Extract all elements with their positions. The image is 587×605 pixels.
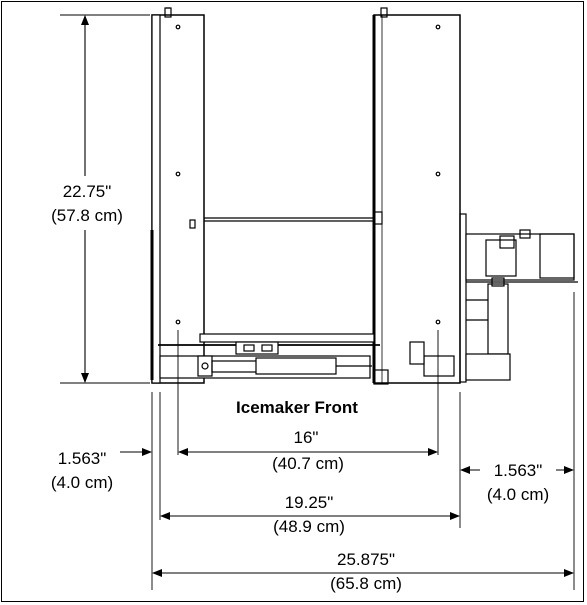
- height-metric: (57.8 cm): [51, 206, 123, 225]
- bottom-tray: [158, 333, 380, 379]
- body-imperial: 19.25": [285, 493, 334, 512]
- right-gap-imperial: 1.563": [494, 461, 543, 480]
- inner-metric: (40.7 cm): [272, 454, 344, 473]
- left-column: [150, 7, 205, 384]
- left-gap-imperial: 1.563": [58, 449, 107, 468]
- overall-imperial: 25.875": [337, 550, 395, 569]
- body-metric: (48.9 cm): [273, 517, 345, 536]
- right-column: [372, 7, 461, 384]
- right-gap-metric: (4.0 cm): [487, 485, 549, 504]
- extension-lines: [60, 14, 575, 590]
- overall-metric: (65.8 cm): [330, 574, 402, 593]
- right-side-machinery: [373, 213, 578, 385]
- icemaker-machine: [150, 7, 578, 385]
- diagram-title: Icemaker Front: [236, 398, 358, 417]
- dimension-arrows: [81, 15, 574, 577]
- inner-imperial: 16": [294, 428, 319, 447]
- left-gap-metric: (4.0 cm): [51, 473, 113, 492]
- height-imperial: 22.75": [63, 182, 112, 201]
